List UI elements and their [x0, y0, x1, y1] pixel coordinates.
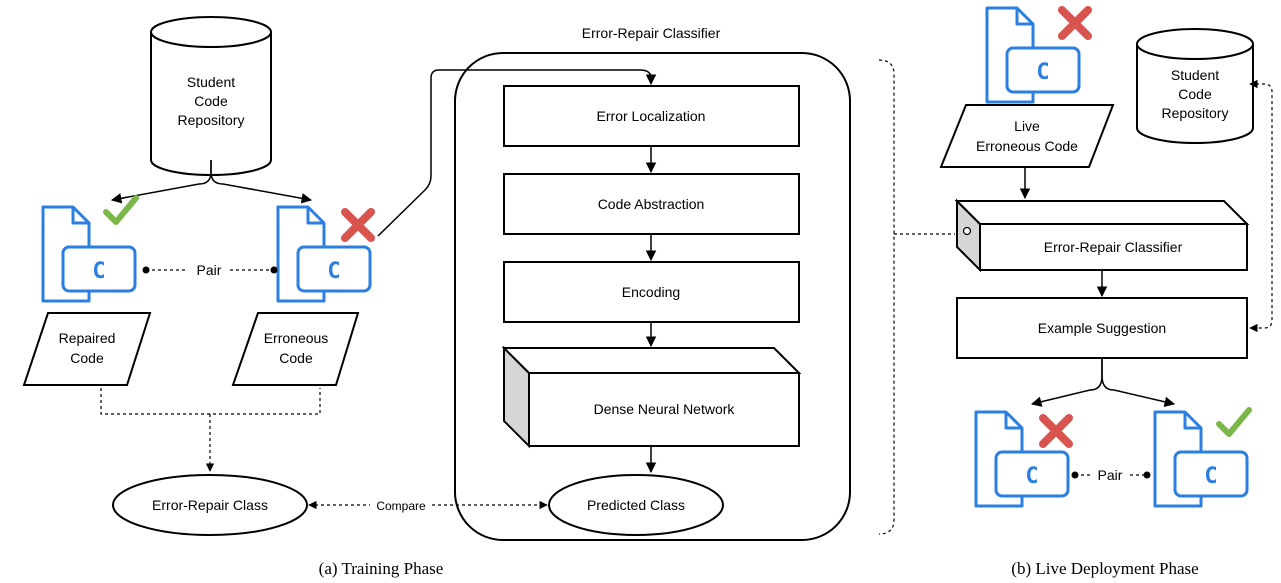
pair-label: Pair: [197, 262, 222, 278]
deployment-repository-line2: Code: [1178, 86, 1212, 102]
predicted-class-label: Predicted Class: [587, 497, 685, 513]
deployment-pair-link: Pair: [1071, 467, 1151, 483]
predicted-class-node: Predicted Class: [548, 474, 724, 536]
error-localization-node: Error Localization: [503, 85, 800, 147]
deployment-phase-caption: (b) Live Deployment Phase: [1011, 559, 1198, 578]
file-letter: C: [1204, 464, 1217, 489]
live-erroneous-file-icon: C: [985, 6, 1081, 104]
file-letter: C: [92, 259, 105, 284]
check-icon: [106, 198, 136, 222]
classifier-bracket: [878, 59, 895, 535]
suggested-repaired-file-icon: C: [1153, 410, 1249, 508]
file-letter: C: [1036, 60, 1049, 85]
example-suggestion-node: Example Suggestion: [956, 297, 1248, 359]
erroneous-to-classifier-arrow: [377, 69, 657, 237]
step-label-2: Code Abstraction: [598, 196, 705, 212]
deployment-repository-line1: Student: [1171, 67, 1219, 83]
step-label-4: Dense Neural Network: [594, 401, 736, 417]
file-letter: C: [1025, 464, 1038, 489]
error-repair-class-node: Error-Repair Class: [112, 474, 308, 536]
compare-link: Compare: [308, 499, 548, 513]
deployment-pair-label: Pair: [1098, 467, 1123, 483]
merge-dashed-connector: [100, 388, 321, 472]
example-suggestion-label: Example Suggestion: [1038, 320, 1166, 336]
repaired-code-node: Repaired Code: [22, 312, 152, 386]
pair-link: Pair: [142, 262, 278, 278]
repaired-code-file-icon: C: [41, 205, 137, 303]
repaired-code-line1: Repaired: [59, 330, 116, 346]
step-label-3: Encoding: [622, 284, 680, 300]
deployment-classifier-label: Error-Repair Classifier: [1044, 239, 1183, 255]
error-repair-class-label: Error-Repair Class: [152, 497, 268, 513]
training-phase-caption: (a) Training Phase: [319, 559, 444, 578]
live-code-line1: Live: [1014, 118, 1040, 134]
classifier-title: Error-Repair Classifier: [582, 25, 721, 41]
deployment-repository-line3: Repository: [1162, 105, 1229, 121]
cross-icon: [345, 212, 371, 238]
erroneous-code-line2: Code: [279, 350, 313, 366]
suggested-erroneous-file-icon: C: [974, 410, 1070, 508]
live-erroneous-code-node: Live Erroneous Code: [939, 104, 1115, 168]
classifier-container: [454, 52, 851, 541]
cross-icon: [1043, 418, 1069, 444]
deployment-classifier-node: Error-Repair Classifier: [954, 198, 1250, 273]
repository-suggestion-link: [1249, 79, 1273, 333]
cross-icon: [1062, 10, 1088, 36]
repository-label-line2: Code: [194, 93, 228, 109]
erroneous-code-line1: Erroneous: [264, 330, 329, 346]
check-icon: [1219, 410, 1249, 434]
dense-neural-network-node: Dense Neural Network: [501, 345, 802, 449]
deployment-student-code-repository: Student Code Repository: [1136, 28, 1254, 144]
erroneous-code-file-icon: C: [276, 205, 372, 303]
code-abstraction-node: Code Abstraction: [503, 173, 800, 235]
erroneous-code-node: Erroneous Code: [231, 312, 360, 386]
file-letter: C: [327, 259, 340, 284]
repaired-code-line2: Code: [70, 350, 104, 366]
repository-label-line1: Student: [187, 74, 235, 90]
live-code-line2: Erroneous Code: [976, 138, 1078, 154]
encoding-node: Encoding: [503, 261, 800, 323]
step-label-1: Error Localization: [597, 108, 706, 124]
repository-label-line3: Repository: [178, 112, 245, 128]
repository-split-arrows: [110, 160, 313, 204]
suggestion-split-arrows: [1030, 358, 1176, 407]
compare-label: Compare: [376, 499, 426, 513]
student-code-repository: Student Code Repository: [150, 16, 272, 176]
